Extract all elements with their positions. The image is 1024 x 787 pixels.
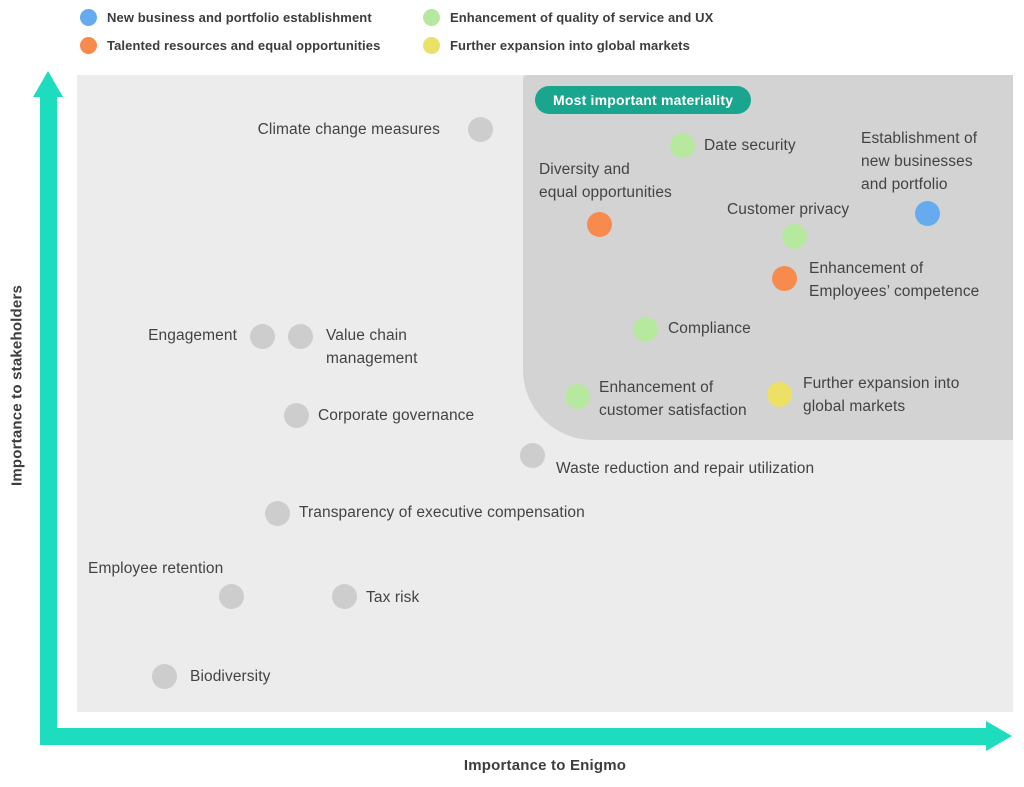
legend: New business and portfolio establishment… [0,0,1024,62]
data-point-employee-retention [218,584,244,610]
data-point-enhancement-employees-competence [772,265,798,291]
data-point-value-chain-management [288,323,314,349]
legend-label: Talented resources and equal opportuniti… [107,37,381,53]
point-label-customer-privacy: Customer privacy [727,201,850,218]
point-label-transparency-executive-compensation: Transparency of executive compensation [299,504,585,521]
y-axis-arrow-icon [33,71,63,97]
legend-label: Enhancement of quality of service and UX [450,9,714,25]
point-label-corporate-governance: Corporate governance [318,407,475,424]
point-label-biodiversity: Biodiversity [190,668,271,685]
point-label-date-security: Date security [704,137,796,154]
data-point-establishment-new-businesses [915,201,941,227]
x-axis-line [40,728,988,745]
most-important-region [523,75,1013,440]
data-point-transparency-executive-compensation [264,500,290,526]
legend-item-service_ux: Enhancement of quality of service and UX [423,8,713,26]
x-axis-title: Importance to Enigmo [463,757,627,774]
data-point-diversity-equal-opportunities [586,212,612,238]
legend-dot-icon [80,8,97,26]
data-point-date-security [670,132,696,158]
data-point-biodiversity [151,664,177,690]
legend-item-global: Further expansion into global markets [423,36,690,54]
point-label-compliance: Compliance [668,320,751,337]
legend-item-talent: Talented resources and equal opportuniti… [80,36,380,54]
x-axis-arrow-icon [986,721,1012,751]
data-point-climate-change-measures [467,117,493,143]
legend-label: Further expansion into global markets [450,37,690,53]
point-label-enhancement-customer-satisfaction: Enhancement of customer satisfaction [599,379,747,419]
data-point-engagement [249,323,275,349]
point-label-employee-retention: Employee retention [88,560,224,577]
data-point-further-expansion-global-markets [766,381,792,407]
point-label-establishment-new-businesses: Establishment of new businesses and port… [861,130,978,193]
legend-dot-icon [80,36,97,54]
data-point-customer-privacy [782,224,808,250]
point-label-further-expansion-global-markets: Further expansion into global markets [803,375,960,415]
point-label-tax-risk: Tax risk [366,589,420,606]
y-axis-line [40,95,57,745]
data-point-compliance [632,316,658,342]
data-point-corporate-governance [284,402,310,428]
point-label-climate-change-measures: Climate change measures [257,121,440,138]
point-label-value-chain-management: Value chain management [326,327,418,367]
data-point-enhancement-customer-satisfaction [565,384,591,410]
most-important-badge: Most important materiality [535,86,752,114]
legend-dot-icon [423,8,440,26]
legend-label: New business and portfolio establishment [107,9,372,25]
point-label-waste-reduction-repair: Waste reduction and repair utilization [556,460,815,477]
legend-dot-icon [423,36,440,54]
legend-item-new_business: New business and portfolio establishment [80,8,372,26]
point-label-diversity-equal-opportunities: Diversity and equal opportunities [539,161,672,201]
point-label-enhancement-employees-competence: Enhancement of Employees’ competence [809,260,980,300]
data-point-tax-risk [332,584,358,610]
data-point-waste-reduction-repair [520,443,546,469]
point-label-engagement: Engagement [148,327,237,344]
